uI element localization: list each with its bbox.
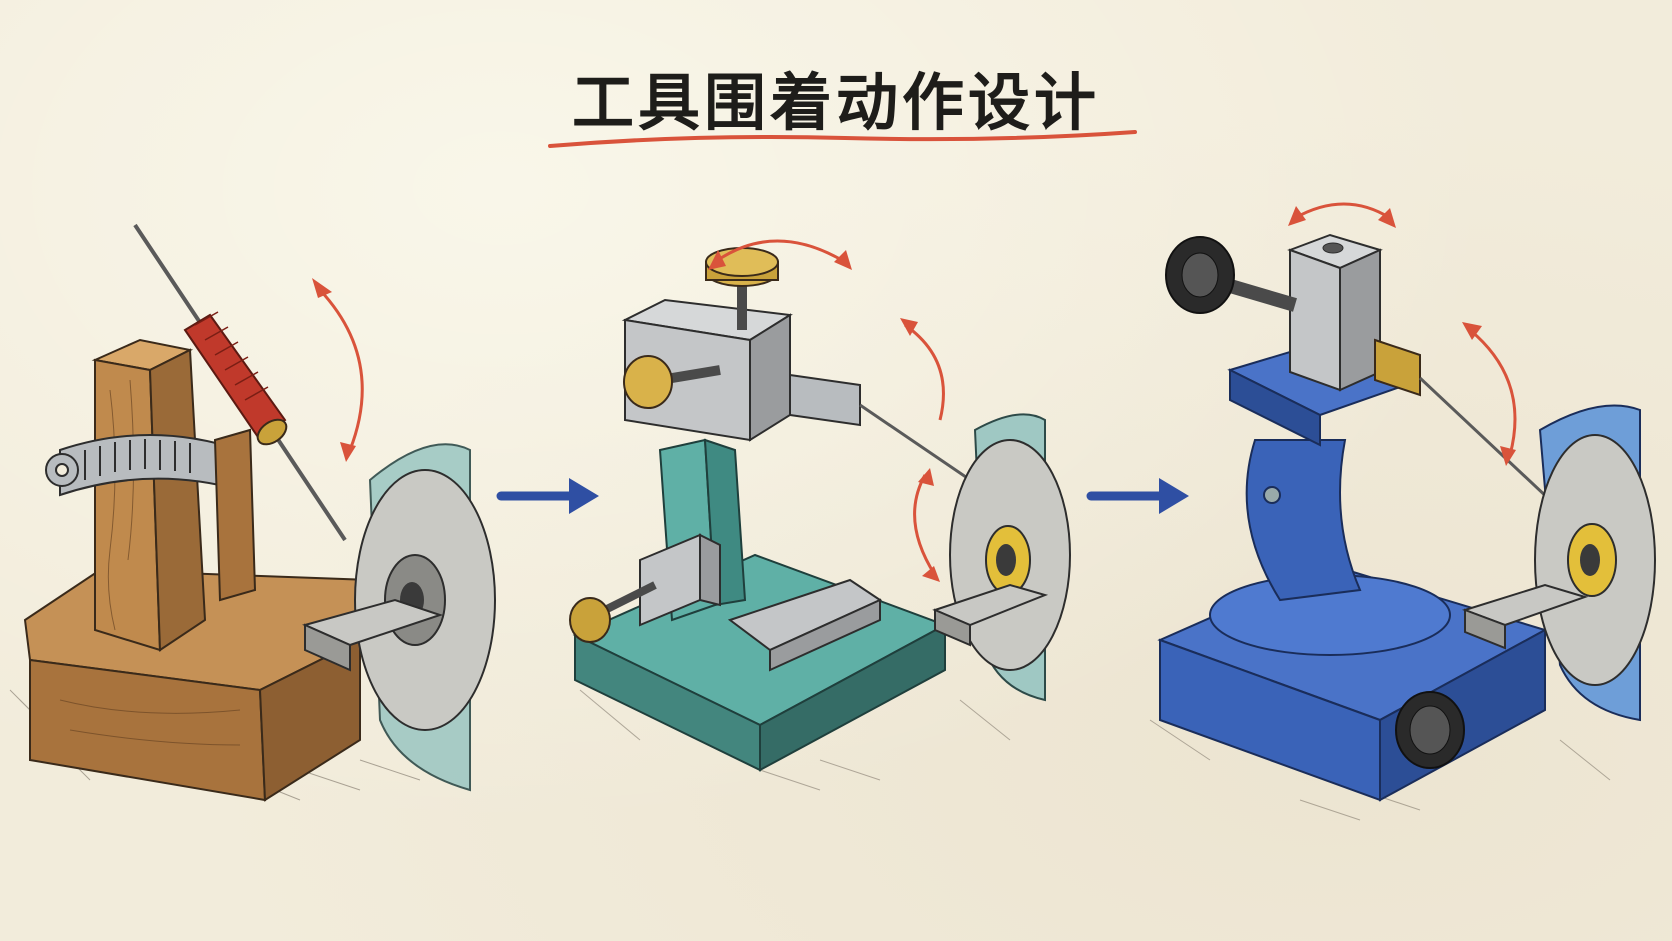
page-title: 工具围着动作设计 [571,66,1100,139]
flow-arrow-2 [1086,478,1189,514]
title-underline [548,130,1137,148]
flow-arrow-1 [496,478,599,514]
